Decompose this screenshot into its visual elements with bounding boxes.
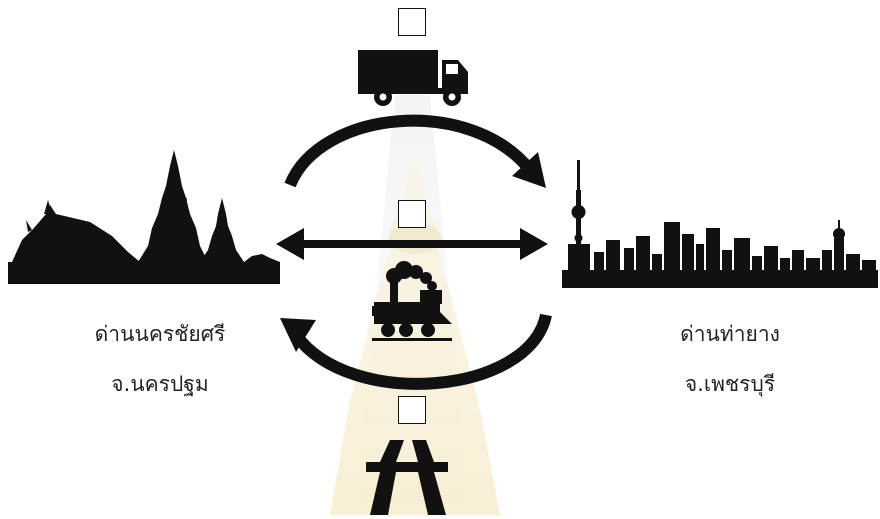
double-arrow-icon (276, 228, 548, 260)
left-province-name: จ.นครปฐม (111, 372, 209, 396)
city-skyline-icon (562, 160, 878, 288)
right-province-name: จ.เพชรบุรี (684, 372, 776, 396)
curved-arrow-bottom-icon (280, 313, 552, 390)
temple-skyline-icon (8, 150, 280, 284)
train-checkbox[interactable] (398, 200, 426, 228)
highway-checkbox[interactable] (398, 396, 426, 424)
steam-train-icon (372, 261, 452, 341)
left-place-name: ด่านนครชัยศรี (94, 322, 226, 346)
curved-arrow-top-icon (284, 114, 546, 188)
right-place-name: ด่านท่ายาง (680, 322, 780, 346)
truck-checkbox[interactable] (398, 8, 426, 36)
truck-icon (358, 50, 468, 106)
highway-icon (366, 440, 448, 515)
